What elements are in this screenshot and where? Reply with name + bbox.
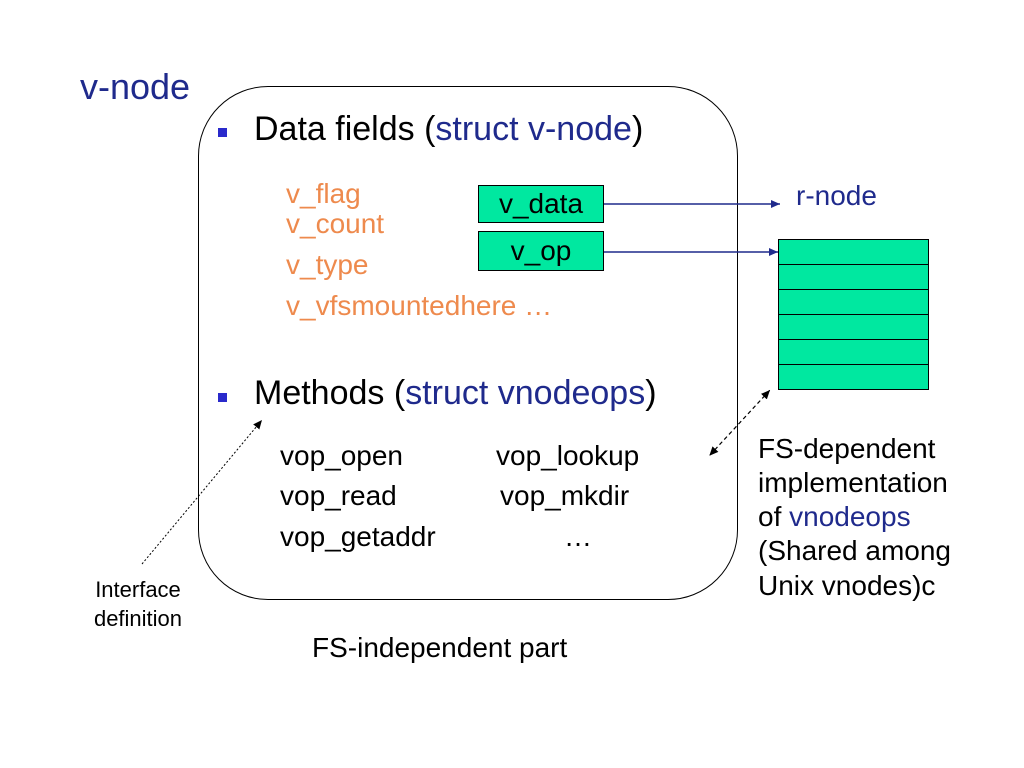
interface-definition-label: Interface definition (78, 576, 198, 633)
methods-close: ) (645, 374, 657, 412)
method-ellipsis: … (564, 521, 592, 552)
table-row (779, 315, 928, 340)
methods-struct-name: vnodeops (497, 374, 646, 412)
data-fields-struct-keyword: struct (435, 110, 519, 148)
interface-line2: definition (93, 605, 183, 631)
table-row (779, 340, 928, 365)
field-v-vfsmountedhere: v_vfsmountedhere … (286, 290, 553, 321)
v-op-box: v_op (478, 231, 604, 271)
rnode-label: r-node (796, 180, 877, 211)
fs-independent-caption: FS-independent part (312, 632, 568, 663)
fs-dependent-line1: FS-dependent (758, 433, 936, 464)
method-vop-open: vop_open (280, 440, 404, 471)
methods-struct-keyword: struct (405, 374, 489, 412)
fs-dependent-line5: Unix vnodes)c (758, 569, 936, 601)
fs-dependent-line3: of vnodeops (758, 500, 1018, 534)
fs-dependent-note: FS-dependent implementation of vnodeops … (758, 432, 1018, 603)
interface-definition-arrow (141, 419, 263, 565)
methods-label: Methods ( (254, 374, 406, 412)
methods-to-implementation-arrow (709, 389, 771, 456)
method-vop-read: vop_read (280, 480, 397, 511)
fs-dependent-of: of (758, 501, 790, 533)
v-data-box: v_data (478, 185, 604, 223)
field-v-count: v_count (286, 208, 385, 239)
bullet-methods (218, 393, 227, 402)
method-vop-lookup: vop_lookup (496, 440, 640, 471)
table-row (779, 265, 928, 290)
slide-title: v-node (80, 66, 191, 107)
field-v-type: v_type (286, 249, 369, 280)
data-fields-heading: Data fields (struct v-node) (254, 110, 643, 149)
data-fields-close: ) (631, 110, 644, 148)
method-vop-getaddr: vop_getaddr (280, 521, 436, 552)
data-fields-label: Data fields ( (254, 110, 436, 148)
table-row (779, 290, 928, 315)
fs-dependent-vnodeops: vnodeops (789, 501, 911, 533)
interface-line1: Interface (95, 577, 181, 602)
table-row (779, 240, 928, 265)
field-v-flag: v_flag (286, 178, 361, 209)
method-vop-mkdir: vop_mkdir (500, 480, 630, 511)
methods-heading: Methods (struct vnodeops) (254, 374, 657, 413)
vnodeops-table (778, 239, 929, 390)
fs-independent-box (198, 86, 738, 600)
bullet-data-fields (218, 128, 227, 137)
data-fields-struct-name: v-node (527, 110, 632, 148)
fs-dependent-line4: (Shared among (758, 535, 952, 567)
fs-dependent-line2: implementation (758, 467, 948, 499)
